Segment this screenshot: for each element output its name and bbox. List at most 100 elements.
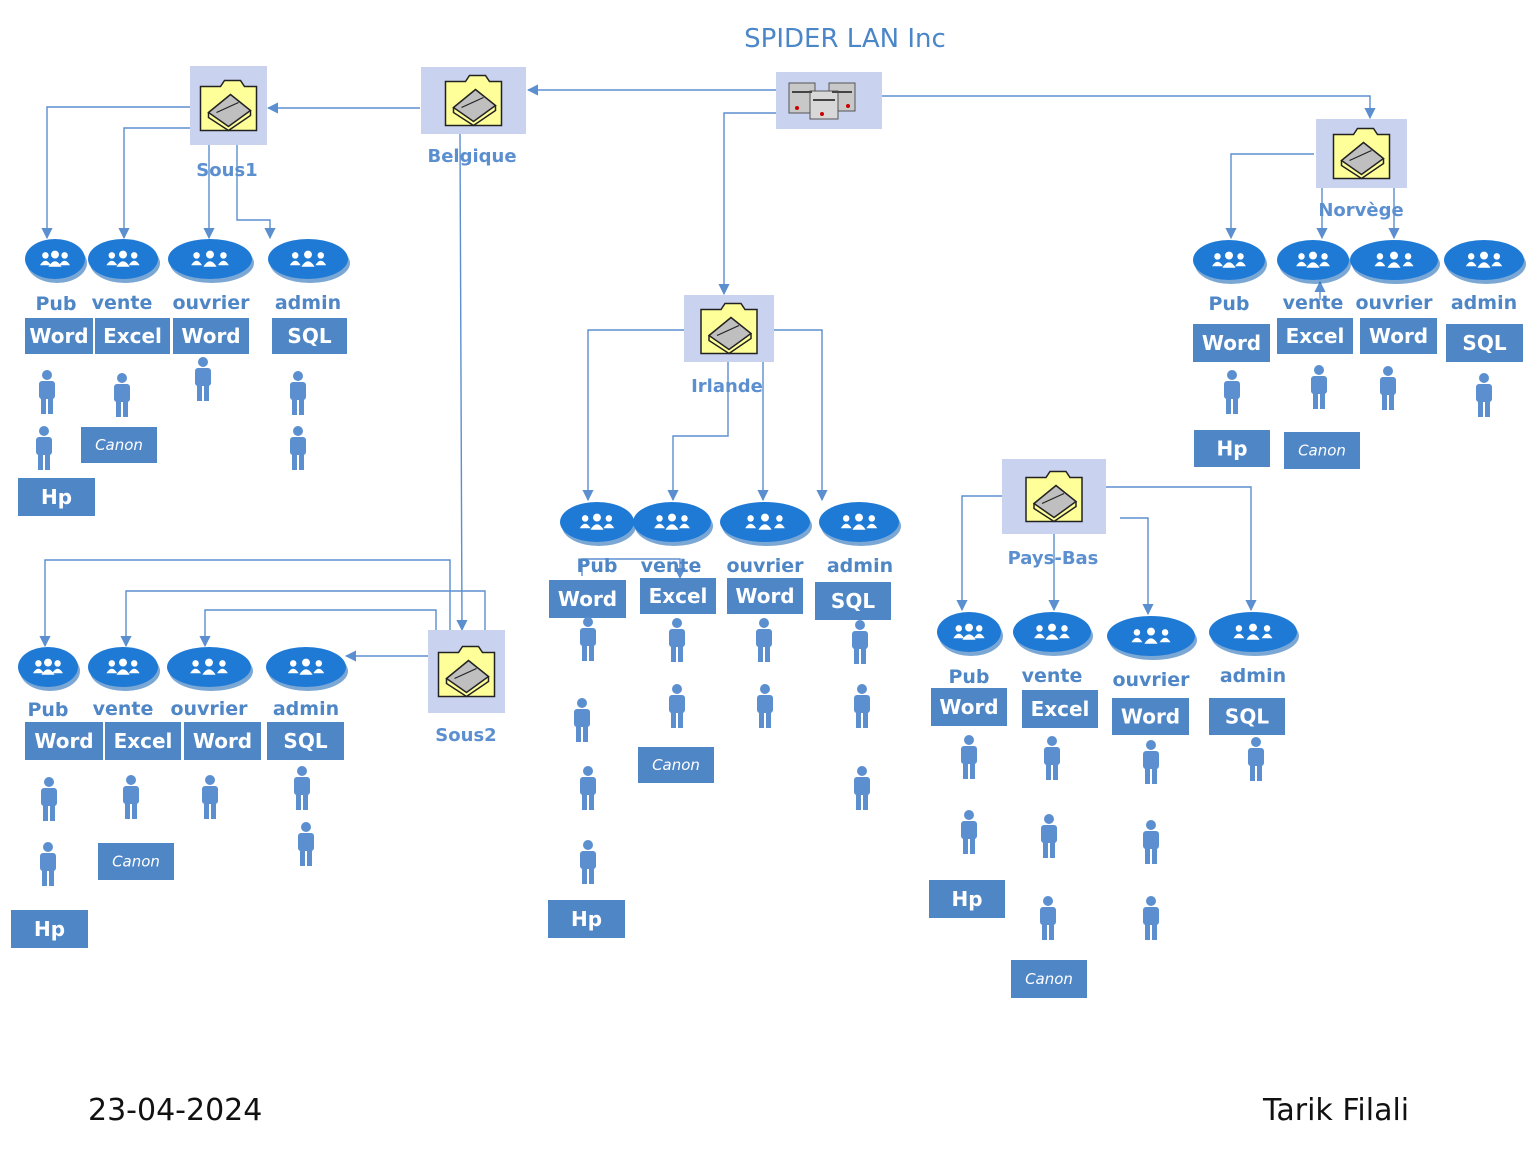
person-icon	[1143, 820, 1159, 864]
group-label: Pub	[576, 555, 617, 577]
scanner-folder-icon	[1025, 470, 1083, 523]
folder-irlande[interactable]: Irlande	[684, 295, 774, 397]
app-box-excel[interactable]: Excel	[95, 318, 170, 354]
group-label: Pub	[35, 293, 76, 315]
app-label: Word	[1369, 324, 1428, 348]
app-box-word[interactable]: Word	[25, 722, 103, 760]
group-label: admin	[273, 698, 339, 720]
printer-label: Hp	[1216, 437, 1247, 461]
app-box-excel[interactable]: Excel	[640, 578, 716, 614]
folder-sous1[interactable]: Sous1	[190, 66, 267, 181]
folder-label: Belgique	[427, 146, 516, 167]
user-group-icon	[268, 239, 350, 283]
diagram-title: SPIDER LAN Inc	[744, 24, 946, 54]
group-sous1-ouvrier[interactable]	[168, 239, 254, 283]
app-box-sql[interactable]: SQL	[815, 582, 891, 620]
printer-hp[interactable]: Hp	[11, 910, 88, 948]
printer-hp[interactable]: Hp	[548, 900, 625, 938]
group-irlande-ouvrier[interactable]	[720, 502, 812, 546]
folder-norvege[interactable]: Norvège	[1316, 119, 1407, 221]
app-box-sql[interactable]: SQL	[1446, 324, 1523, 362]
group-label: vente	[92, 292, 153, 314]
group-irlande-vente[interactable]	[633, 502, 713, 546]
app-box-excel[interactable]: Excel	[1277, 318, 1353, 354]
group-norvege-admin[interactable]	[1444, 240, 1526, 284]
person-icon	[114, 373, 130, 417]
group-label: admin	[827, 555, 893, 577]
group-paysbas-vente[interactable]	[1013, 612, 1093, 656]
printer-hp[interactable]: Hp	[929, 880, 1005, 918]
app-label: SQL	[1225, 705, 1269, 729]
app-box-word[interactable]: Word	[549, 580, 626, 618]
app-box-word[interactable]: Word	[1193, 324, 1270, 362]
group-paysbas-admin[interactable]	[1209, 612, 1299, 656]
printer-canon[interactable]: Canon	[1284, 432, 1360, 469]
group-label: Pub	[1208, 293, 1249, 315]
person-icon	[854, 684, 870, 728]
footer-author: Tarik Filali	[1262, 1093, 1409, 1128]
printer-hp[interactable]: Hp	[18, 478, 95, 516]
printer-label: Canon	[1298, 442, 1346, 460]
server-icon[interactable]	[776, 72, 882, 129]
folder-paysbas[interactable]: Pays-Bas	[1002, 459, 1106, 569]
folder-belgique[interactable]: Belgique	[421, 67, 526, 167]
printer-canon[interactable]: Canon	[638, 747, 714, 783]
user-group-icon	[1350, 240, 1440, 284]
printer-label: Canon	[95, 436, 143, 454]
person-icon	[39, 370, 55, 414]
person-icon	[580, 617, 596, 661]
folder-sous2[interactable]: Sous2	[428, 630, 505, 746]
printer-label: Canon	[112, 853, 160, 871]
printer-label: Hp	[571, 907, 602, 931]
app-box-word[interactable]: Word	[184, 722, 261, 760]
app-box-excel[interactable]: Excel	[105, 722, 181, 760]
user-group-icon	[88, 647, 160, 691]
group-label: ouvrier	[1112, 669, 1190, 691]
app-label: SQL	[1462, 331, 1506, 355]
app-box-word[interactable]: Word	[25, 318, 93, 354]
app-box-sql[interactable]: SQL	[267, 722, 344, 760]
app-box-word[interactable]: Word	[1112, 698, 1189, 735]
group-paysbas-pub[interactable]	[937, 612, 1003, 656]
folder-label: Sous1	[196, 160, 257, 181]
group-label: ouvrier	[170, 698, 248, 720]
group-irlande-admin[interactable]	[819, 502, 901, 546]
group-sous2-pub[interactable]	[18, 647, 80, 691]
group-label: ouvrier	[726, 555, 804, 577]
app-box-excel[interactable]: Excel	[1022, 690, 1098, 728]
group-sous2-admin[interactable]	[266, 647, 348, 691]
printer-canon[interactable]: Canon	[98, 843, 174, 880]
user-group-icon	[1193, 240, 1267, 284]
app-box-sql[interactable]: SQL	[272, 318, 347, 354]
app-label: Excel	[649, 584, 708, 608]
person-icon	[41, 777, 57, 821]
app-box-word[interactable]: Word	[1360, 318, 1437, 354]
folder-label: Pays-Bas	[1008, 548, 1099, 569]
app-label: Word	[181, 324, 240, 348]
app-box-word[interactable]: Word	[173, 318, 249, 354]
connectors	[39, 84, 1400, 662]
group-irlande-pub[interactable]	[560, 502, 636, 546]
printer-canon[interactable]: Canon	[81, 427, 157, 463]
printer-hp[interactable]: Hp	[1194, 430, 1270, 467]
group-sous1-pub[interactable]	[25, 239, 87, 283]
folder-label: Sous2	[435, 725, 496, 746]
group-sous1-admin[interactable]	[268, 239, 350, 283]
app-box-sql[interactable]: SQL	[1209, 698, 1285, 735]
group-norvege-ouvrier[interactable]	[1350, 240, 1440, 284]
group-norvege-vente[interactable]	[1277, 240, 1351, 284]
group-sous1-vente[interactable]	[88, 239, 160, 283]
group-sous2-ouvrier[interactable]	[167, 647, 253, 691]
printer-canon[interactable]: Canon	[1011, 960, 1087, 998]
app-label: Word	[29, 324, 88, 348]
app-box-word[interactable]: Word	[931, 688, 1007, 726]
group-paysbas-ouvrier[interactable]	[1107, 616, 1197, 660]
app-label: SQL	[831, 589, 875, 613]
user-group-icon	[1444, 240, 1526, 284]
app-label: Word	[558, 587, 617, 611]
group-norvege-pub[interactable]	[1193, 240, 1267, 284]
group-sous2-vente[interactable]	[88, 647, 160, 691]
app-box-word[interactable]: Word	[727, 578, 803, 614]
group-label: Pub	[948, 666, 989, 688]
